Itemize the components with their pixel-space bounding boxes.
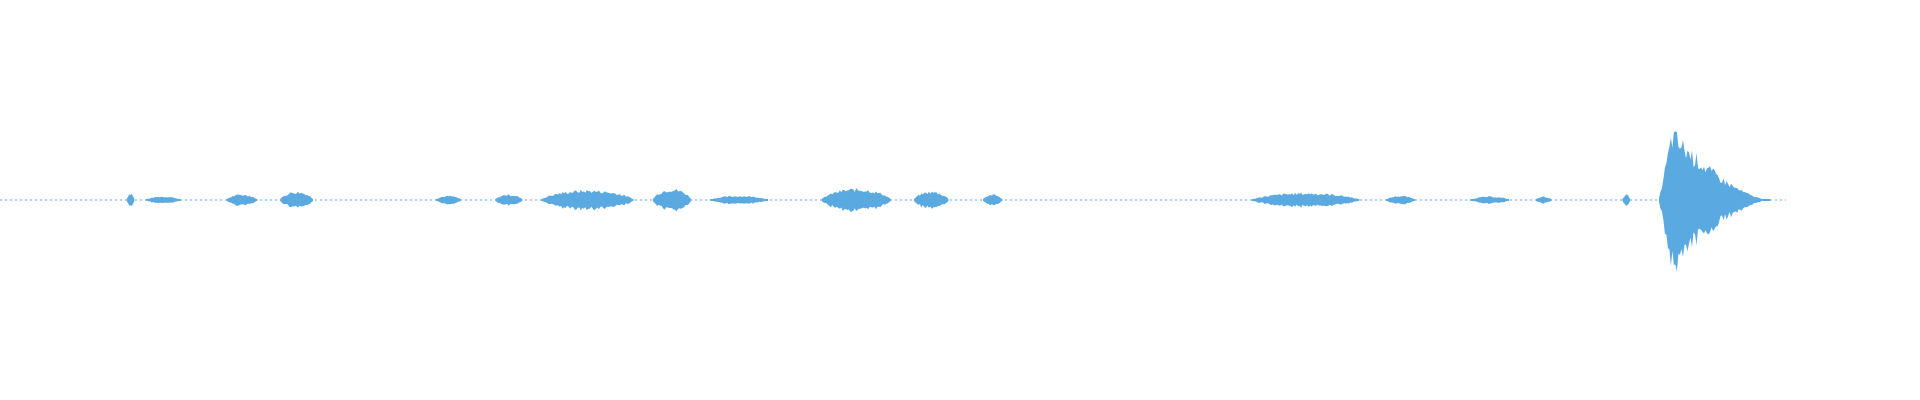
waveform-segment xyxy=(1470,196,1510,204)
waveform-segment xyxy=(145,196,181,203)
waveform-segment xyxy=(913,191,949,209)
waveform-segment xyxy=(652,188,692,212)
waveform-segment xyxy=(1251,192,1360,208)
waveform-segment xyxy=(1658,131,1771,272)
waveform-segment xyxy=(983,194,1003,206)
waveform-segments xyxy=(126,131,1771,272)
waveform-segment xyxy=(435,195,461,205)
waveform-segment xyxy=(126,194,135,206)
waveform-segment xyxy=(280,191,313,208)
waveform-segment xyxy=(1536,196,1552,204)
waveform-segment xyxy=(710,196,768,205)
waveform-segment xyxy=(495,194,523,206)
waveform-segment xyxy=(541,189,634,211)
waveform-segment xyxy=(1622,194,1631,206)
waveform-segment xyxy=(821,188,891,212)
waveform-segment xyxy=(226,194,258,206)
waveform-segment xyxy=(1386,196,1415,205)
